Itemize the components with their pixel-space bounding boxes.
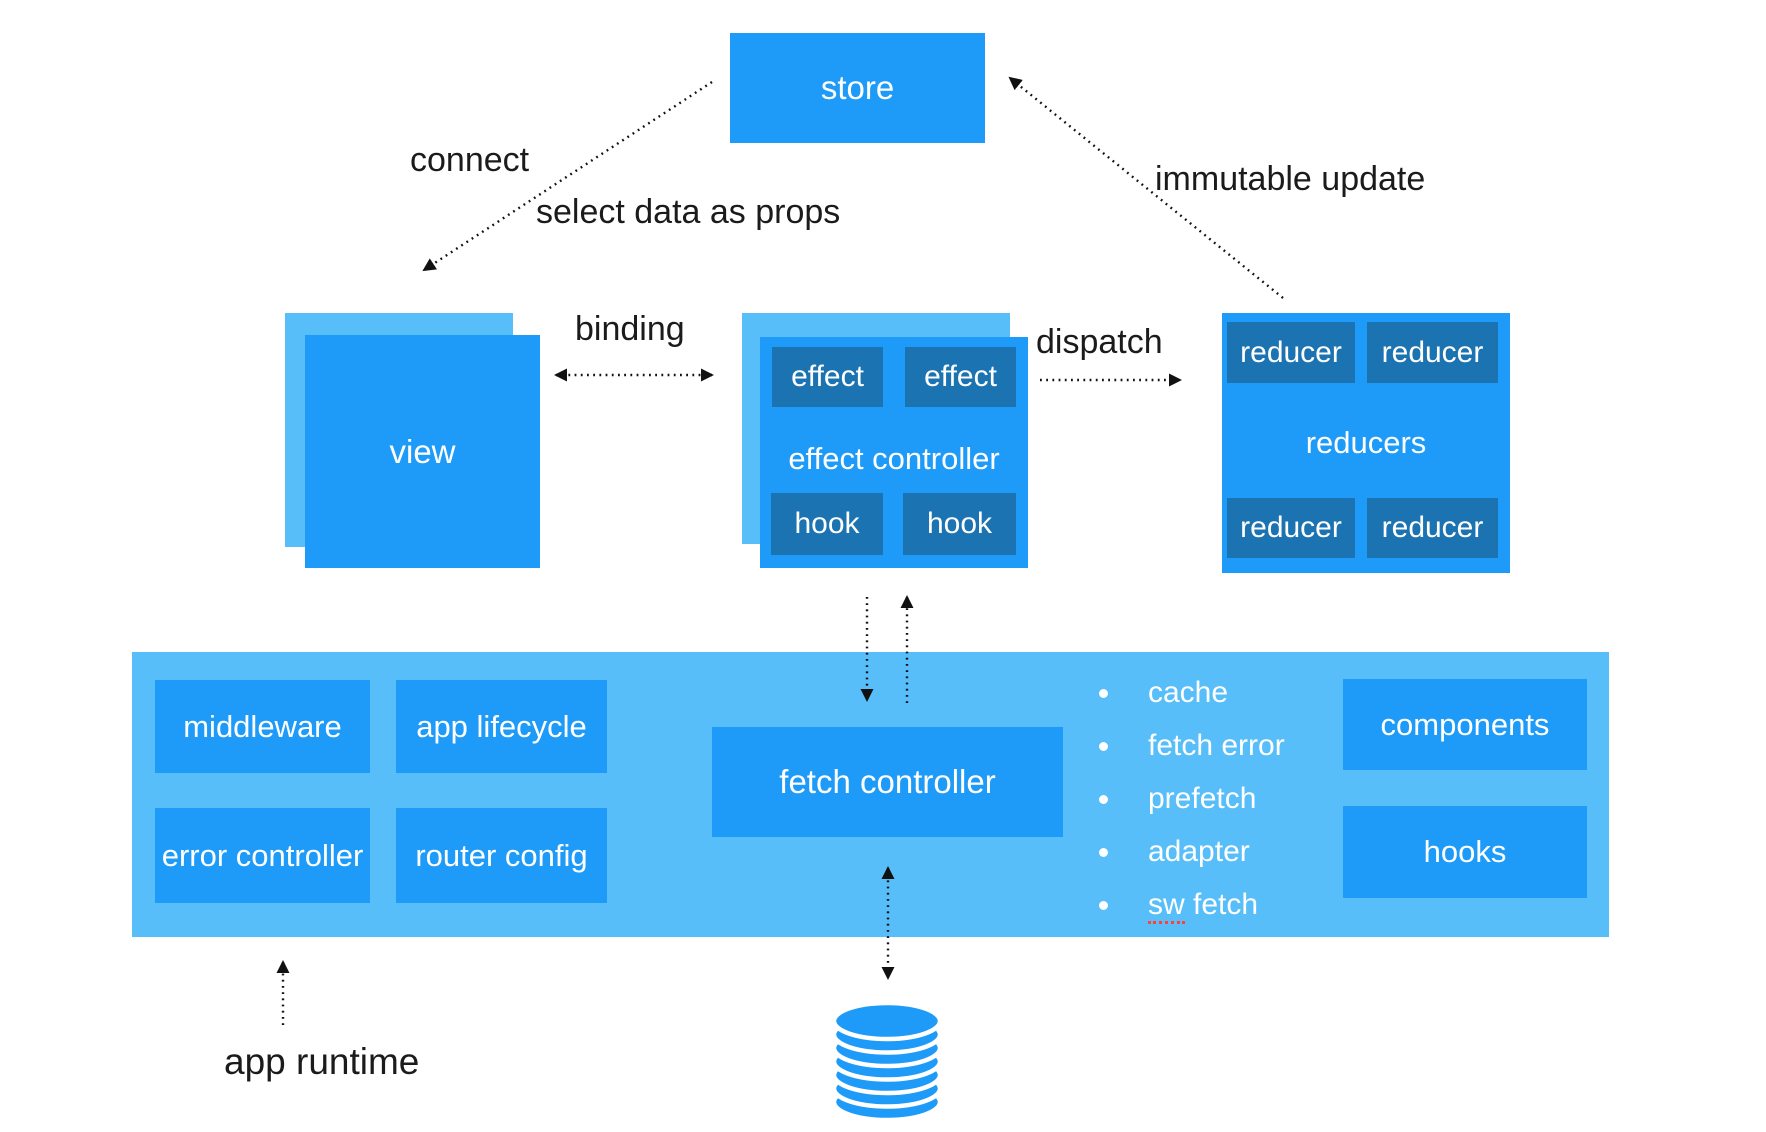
reducer-label: reducer xyxy=(1381,511,1484,544)
router-config-box: router config xyxy=(396,808,607,903)
reducers-label: reducers xyxy=(1305,425,1427,460)
bullet-icon xyxy=(1099,688,1108,698)
database-icon xyxy=(831,1000,943,1122)
feature-label: cache xyxy=(1148,676,1229,709)
bullet-icon xyxy=(1099,900,1108,910)
view-box: view xyxy=(305,335,540,568)
middleware-box: middleware xyxy=(155,680,370,773)
app-lifecycle-label: app lifecycle xyxy=(416,708,587,744)
bullet-icon xyxy=(1099,741,1108,751)
components-label: components xyxy=(1380,706,1550,742)
error-controller-label: error controller xyxy=(161,837,364,873)
reducer-label: reducer xyxy=(1381,335,1484,369)
select-data-as-props-label: select data as props xyxy=(536,193,841,231)
reducer-label: reducer xyxy=(1240,511,1342,544)
effect-label: effect xyxy=(924,360,997,393)
feature-label: adapter xyxy=(1148,835,1250,868)
components-box: components xyxy=(1343,679,1587,770)
app-runtime-label: app runtime xyxy=(224,1041,420,1082)
effect-controller-label: effect controller xyxy=(788,441,1000,476)
reducer-label: reducer xyxy=(1240,335,1342,369)
feature-label: sw fetch xyxy=(1148,886,1258,924)
dispatch-label: dispatch xyxy=(1036,323,1163,361)
app-lifecycle-box: app lifecycle xyxy=(396,680,607,773)
list-item: prefetch xyxy=(1099,780,1285,818)
effect-box: effect xyxy=(772,347,883,407)
effect-controller-box: effect effect effect controller hook hoo… xyxy=(760,337,1028,568)
reducer-box: reducer xyxy=(1227,498,1355,558)
bullet-icon xyxy=(1099,847,1108,857)
router-config-label: router config xyxy=(415,837,588,873)
feature-label: fetch error xyxy=(1148,729,1285,762)
hooks-label: hooks xyxy=(1423,834,1507,869)
list-item: sw fetch xyxy=(1099,886,1285,924)
hook-box: hook xyxy=(771,493,883,555)
bullet-icon xyxy=(1099,794,1108,804)
effect-label: effect xyxy=(791,360,864,393)
middleware-label: middleware xyxy=(183,708,342,744)
binding-label: binding xyxy=(575,310,685,348)
list-item: adapter xyxy=(1099,833,1285,871)
hook-label: hook xyxy=(926,507,993,540)
hook-label: hook xyxy=(794,507,860,540)
feature-label-rest: fetch xyxy=(1184,888,1259,921)
list-item: cache xyxy=(1099,674,1285,712)
immutable-update-label: immutable update xyxy=(1155,160,1426,198)
connect-label: connect xyxy=(410,141,530,179)
hooks-box: hooks xyxy=(1343,806,1587,898)
fetch-controller-label: fetch controller xyxy=(779,763,996,800)
feature-label: prefetch xyxy=(1148,782,1257,815)
store-box: store xyxy=(730,33,985,143)
view-label: view xyxy=(389,432,456,470)
reducer-box: reducer xyxy=(1227,322,1355,383)
fetch-feature-list: cache fetch error prefetch adapter sw fe… xyxy=(1099,674,1285,924)
store-label: store xyxy=(820,69,895,106)
reducers-box: reducer reducer reducers reducer reducer xyxy=(1222,313,1510,573)
reducer-box: reducer xyxy=(1367,322,1498,383)
error-controller-box: error controller xyxy=(155,808,370,903)
list-item: fetch error xyxy=(1099,727,1285,765)
fetch-controller-box: fetch controller xyxy=(712,727,1063,837)
misspelled-word: sw xyxy=(1148,888,1185,924)
reducer-box: reducer xyxy=(1367,498,1498,558)
hook-box: hook xyxy=(903,493,1016,555)
effect-box: effect xyxy=(905,347,1016,407)
